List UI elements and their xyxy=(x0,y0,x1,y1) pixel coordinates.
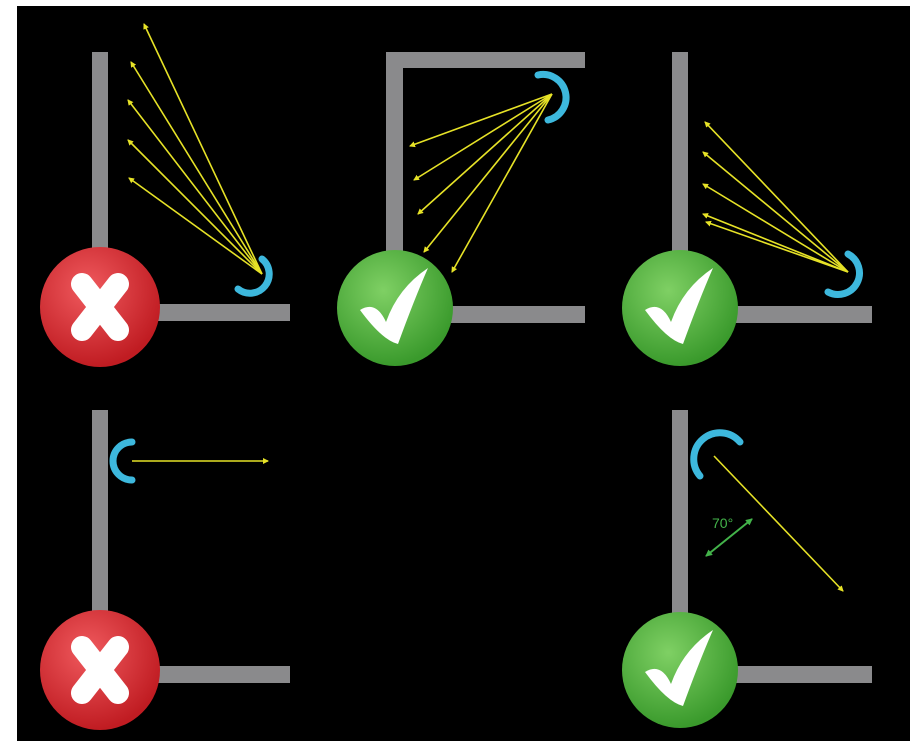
ray xyxy=(702,213,849,273)
incorrect-badge xyxy=(40,610,160,730)
x-icon xyxy=(71,636,129,704)
incorrect-badge xyxy=(40,247,160,367)
ray xyxy=(704,121,849,273)
sensor-icon xyxy=(824,250,863,298)
ray xyxy=(130,61,263,275)
panel-bottom-right: 70° xyxy=(622,410,872,728)
panel-top-left xyxy=(40,23,290,367)
ray xyxy=(451,93,553,273)
ray xyxy=(127,139,263,275)
ray xyxy=(417,93,553,215)
sensor-icon xyxy=(109,438,136,484)
panel-top-middle xyxy=(337,52,585,366)
ray xyxy=(143,23,263,275)
ray-group xyxy=(409,93,553,273)
sensor-icon xyxy=(534,70,570,124)
check-icon xyxy=(360,268,428,344)
correct-badge xyxy=(622,250,738,366)
correct-badge xyxy=(622,612,738,728)
panel-bottom-left xyxy=(40,410,290,730)
wall-vertical xyxy=(672,410,688,678)
ray xyxy=(127,99,263,275)
sensor-icon xyxy=(234,255,273,297)
canvas-background xyxy=(17,6,910,741)
angle-indicator xyxy=(705,518,753,557)
angle-label: 70° xyxy=(712,515,733,531)
ray xyxy=(705,220,849,273)
ray xyxy=(702,183,849,273)
x-icon xyxy=(71,273,129,341)
correct-badge xyxy=(337,250,453,366)
ray xyxy=(128,177,263,275)
ray-group xyxy=(702,121,849,273)
check-icon xyxy=(645,630,713,706)
wall-ceiling xyxy=(386,52,585,68)
sensor-icon xyxy=(690,429,744,480)
ray xyxy=(423,93,553,253)
ray xyxy=(702,151,849,273)
ray xyxy=(409,93,553,148)
ray-group xyxy=(127,23,263,275)
panel-top-right xyxy=(622,52,872,366)
ray xyxy=(713,455,844,592)
check-icon xyxy=(645,268,713,344)
ray xyxy=(413,93,553,181)
